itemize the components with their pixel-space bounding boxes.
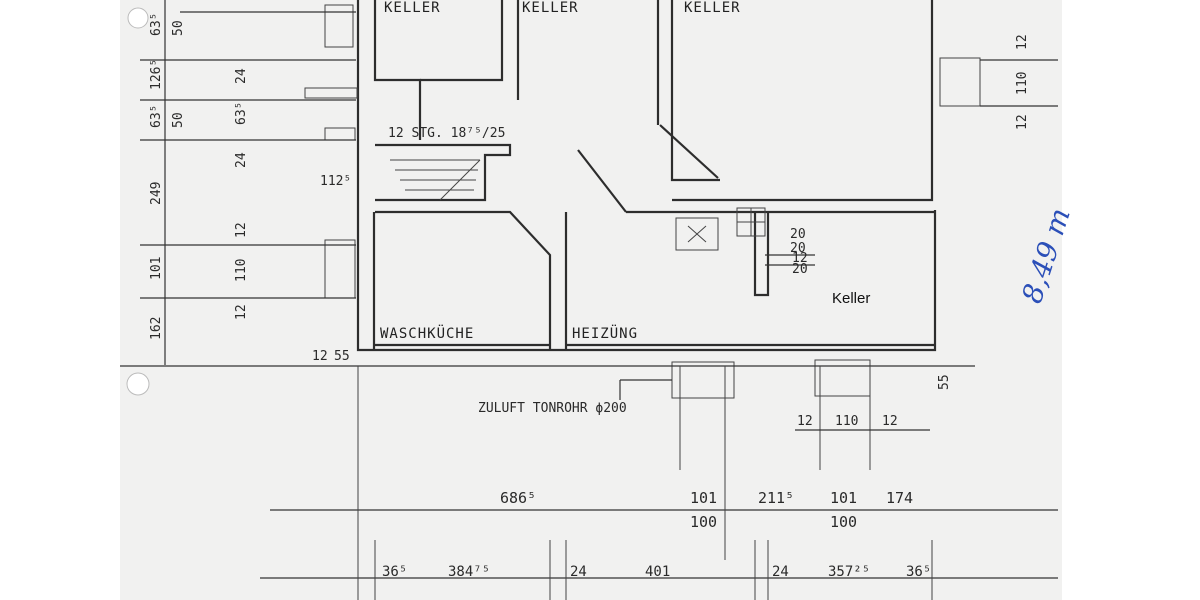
left-dim: 12 bbox=[234, 304, 249, 320]
punch-hole-bottom bbox=[126, 372, 150, 396]
left-dim: 63⁵ bbox=[149, 105, 164, 128]
bottom-dimensions-row2: 36⁵ 384⁷⁵ 24 401 24 357²⁵ 36⁵ bbox=[382, 564, 931, 580]
room-label-keller-typed: Keller bbox=[832, 290, 870, 307]
row2-dim: 384⁷⁵ bbox=[448, 564, 490, 580]
left-dim: 24 bbox=[234, 68, 249, 84]
room-labels: KELLER KELLER KELLER WASCHKÜCHE HEIZÜNG … bbox=[380, 0, 870, 342]
room-label-keller-mid: KELLER bbox=[522, 0, 579, 16]
room-label-keller-left: KELLER bbox=[384, 0, 441, 16]
right-dim: 12 bbox=[1015, 34, 1030, 50]
window-dim: 12 bbox=[797, 414, 813, 429]
left-dim: 50 bbox=[171, 20, 186, 36]
window-dim: 12 bbox=[882, 414, 898, 429]
right-dim: 55 bbox=[937, 374, 952, 390]
room-label-waschkueche: WASCHKÜCHE bbox=[380, 324, 474, 342]
row1-dim: 174 bbox=[886, 489, 913, 507]
right-dim: 110 bbox=[1015, 72, 1030, 95]
chimney-dim: 20 bbox=[792, 262, 808, 277]
dimension-lines bbox=[120, 0, 1058, 600]
room-label-keller-right: KELLER bbox=[684, 0, 741, 16]
row1-dim: 101 bbox=[690, 489, 717, 507]
window-dim: 110 bbox=[835, 414, 858, 429]
stairs-note: 12 STG. 18⁷⁵/25 bbox=[388, 126, 505, 141]
left-dim: 63⁵ bbox=[149, 13, 164, 36]
chimney-dim: 20 bbox=[790, 241, 806, 256]
left-dim: 63⁵ bbox=[234, 102, 249, 125]
chimney-dim: 20 bbox=[790, 227, 806, 242]
row2-dim: 401 bbox=[645, 564, 670, 580]
row2-dim: 357²⁵ bbox=[828, 564, 870, 580]
row2-dim: 36⁵ bbox=[382, 564, 407, 580]
row1-sub-dim: 100 bbox=[690, 513, 717, 531]
handwritten-area: 8,49 m bbox=[1015, 204, 1077, 307]
left-dim: 50 bbox=[171, 112, 186, 128]
row2-dim: 24 bbox=[570, 564, 587, 580]
right-dim: 12 bbox=[1015, 114, 1030, 130]
bottom-dimensions-row1: 686⁵ 101 211⁵ 101 174 100 100 bbox=[500, 489, 913, 531]
left-dim: 126⁵ bbox=[149, 59, 164, 90]
left-dim: 249 bbox=[149, 182, 164, 205]
left-dim: 101 bbox=[149, 257, 164, 280]
row2-dim: 24 bbox=[772, 564, 789, 580]
chimney-dim: 12 bbox=[792, 251, 808, 266]
row1-sub-dim: 100 bbox=[830, 513, 857, 531]
right-dimensions: 12 110 12 55 bbox=[937, 34, 1030, 390]
left-dim: 55 bbox=[334, 349, 350, 364]
left-dimensions: 63⁵ 126⁵ 63⁵ 249 101 162 50 50 12 110 12… bbox=[149, 13, 351, 364]
left-dim: 162 bbox=[149, 317, 164, 340]
left-dim: 12 bbox=[312, 349, 328, 364]
zuluft-note: ZULUFT TONROHR ϕ200 bbox=[478, 401, 627, 416]
left-dim: 24 bbox=[234, 152, 249, 168]
walls bbox=[304, 0, 981, 399]
left-dim: 110 bbox=[234, 259, 249, 282]
row1-dim: 686⁵ bbox=[500, 489, 536, 507]
bottom-window-dimensions: 12 110 12 bbox=[797, 414, 898, 429]
chimney-dimensions: 20 20 12 20 bbox=[790, 227, 808, 277]
notes: 12 STG. 18⁷⁵/25 ZULUFT TONROHR ϕ200 8,49… bbox=[388, 126, 1077, 416]
punch-hole-top bbox=[127, 7, 149, 29]
left-dim: 112⁵ bbox=[320, 174, 351, 189]
room-label-heizung: HEIZÜNG bbox=[572, 324, 638, 342]
row2-dim: 36⁵ bbox=[906, 564, 931, 580]
row1-dim: 101 bbox=[830, 489, 857, 507]
row1-dim: 211⁵ bbox=[758, 489, 794, 507]
left-dim: 12 bbox=[234, 222, 249, 238]
